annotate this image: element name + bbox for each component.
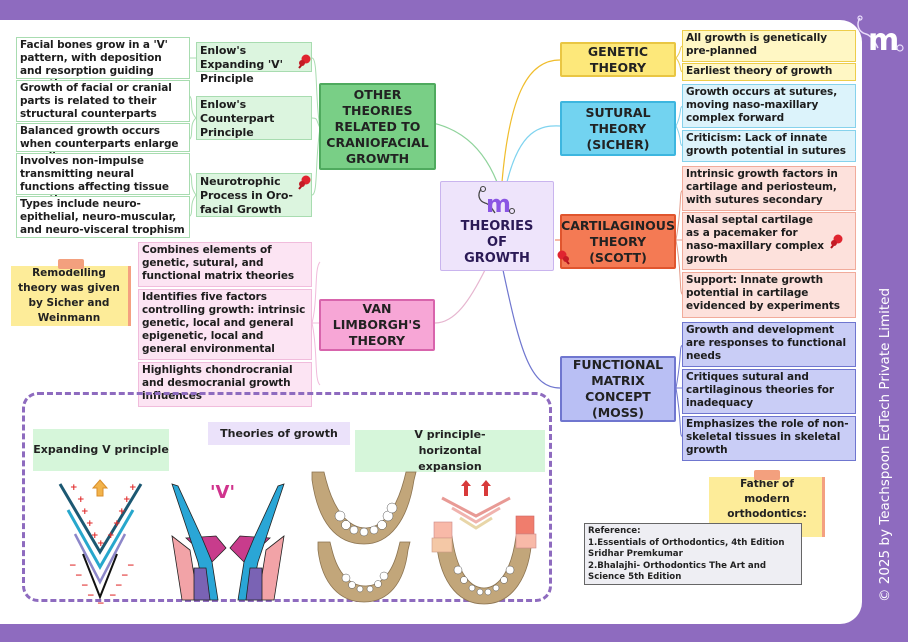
expanding-v-diagram: + + + + + + + + + + + − − − − − − − − − bbox=[58, 479, 143, 607]
pushpin-icon bbox=[828, 234, 844, 250]
svg-text:'V': 'V' bbox=[210, 482, 235, 503]
svg-text:+: + bbox=[123, 495, 131, 505]
svg-text:+: + bbox=[81, 507, 89, 517]
svg-text:+: + bbox=[77, 495, 85, 505]
pushpin-icon bbox=[296, 54, 312, 70]
label-v-horizontal: V principle- horizontal expansion bbox=[355, 428, 545, 473]
copyright-sidebar: © 2025 by Teachspoon EdTech Private Limi… bbox=[862, 0, 908, 642]
mandible-growth-diagram bbox=[311, 471, 417, 603]
detail-cartilaginous-2: Nasal septal cartilage as a pacemaker fo… bbox=[682, 212, 856, 270]
detail-sutural-1: Growth occurs at sutures, moving naso-ma… bbox=[682, 84, 856, 128]
label-theories-of-growth: Theories of growth bbox=[208, 422, 350, 445]
wire-van-limborgh bbox=[434, 269, 486, 324]
detail-van-limborgh-1: Combines elements of genetic, sutural, a… bbox=[138, 242, 312, 287]
plus-sign: + bbox=[70, 483, 78, 493]
detail-enlow-v-1: Facial bones grow in a 'V' pattern, with… bbox=[16, 37, 190, 90]
svg-text:+: + bbox=[129, 483, 137, 493]
pushpin-icon bbox=[556, 250, 572, 266]
node-van-limborgh[interactable]: VAN LIMBORGH'S THEORY bbox=[319, 299, 435, 351]
arrow-up-icon bbox=[481, 480, 491, 496]
svg-text:+: + bbox=[97, 539, 105, 549]
detail-sutural-2: Criticism: Lack of innate growth potenti… bbox=[682, 130, 856, 162]
svg-text:−: − bbox=[127, 561, 135, 571]
arrow-up-icon bbox=[91, 479, 109, 497]
detail-cartilaginous-3: Support: Innate growth potential in cart… bbox=[682, 272, 856, 318]
detail-genetic-2: Earliest theory of growth bbox=[682, 63, 856, 81]
svg-text:+: + bbox=[86, 519, 94, 529]
brand-logo-icon: m bbox=[854, 14, 906, 58]
reference-box: Reference: 1.Essentials of Orthodontics,… bbox=[584, 523, 802, 585]
stethoscope-m-logo-icon: m bbox=[477, 185, 517, 219]
node-functional-matrix[interactable]: FUNCTIONAL MATRIX CONCEPT (MOSS) bbox=[560, 356, 676, 422]
illustration-panel bbox=[22, 392, 552, 602]
reference-heading: Reference: bbox=[588, 526, 641, 536]
svg-text:+: + bbox=[107, 531, 115, 541]
tape-decoration bbox=[754, 470, 780, 480]
detail-functional-1: Growth and development are responses to … bbox=[682, 322, 856, 367]
note-remodelling: Remodelling theory was given by Sicher a… bbox=[11, 259, 131, 326]
label-expanding-v: Expanding V principle bbox=[33, 429, 169, 471]
copyright-text: © 2025 by Teachspoon EdTech Private Limi… bbox=[877, 287, 893, 603]
svg-text:−: − bbox=[81, 581, 89, 591]
wire-sutural bbox=[506, 125, 561, 183]
detail-neurotrophic-1: Involves non-impulse transmitting neural… bbox=[16, 153, 190, 206]
svg-text:m: m bbox=[868, 23, 899, 58]
node-genetic-theory[interactable]: GENETIC THEORY bbox=[560, 42, 676, 77]
horizontal-expansion-diagram bbox=[431, 480, 537, 605]
node-center-theories-of-growth[interactable]: m THEORIES OF GROWTH bbox=[440, 181, 554, 271]
detail-genetic-1: All growth is genetically pre-planned bbox=[682, 30, 856, 62]
pushpin-icon bbox=[296, 175, 312, 191]
svg-text:+: + bbox=[113, 519, 121, 529]
node-other-theories[interactable]: OTHER THEORIES RELATED TO CRANIOFACIAL G… bbox=[319, 83, 436, 170]
detail-functional-2: Critiques sutural and cartilaginous theo… bbox=[682, 369, 856, 414]
svg-text:−: − bbox=[121, 571, 129, 581]
detail-neurotrophic-2: Types include neuro-epithelial, neuro-mu… bbox=[16, 196, 190, 238]
tape-decoration bbox=[58, 259, 84, 269]
node-sutural-theory[interactable]: SUTURAL THEORY (SICHER) bbox=[560, 101, 676, 156]
subtopic-neurotrophic[interactable]: Neurotrophic Process in Oro-facial Growt… bbox=[196, 173, 312, 217]
minus-sign: − bbox=[69, 561, 77, 571]
svg-text:−: − bbox=[87, 591, 95, 601]
svg-text:−: − bbox=[75, 571, 83, 581]
reference-item: 1.Essentials of Orthodontics, 4th Editio… bbox=[588, 537, 785, 560]
center-title: THEORIES OF GROWTH bbox=[460, 219, 534, 266]
subtopic-enlow-expanding-v[interactable]: Enlow's Expanding 'V' Principle bbox=[196, 42, 312, 85]
wire-functional-matrix bbox=[502, 269, 561, 389]
svg-text:−: − bbox=[97, 599, 105, 607]
reference-item: 2.Bhalajhi- Orthodontics The Art and Sci… bbox=[588, 560, 766, 583]
node-cartilaginous-theory[interactable]: CARTILAGINOUS THEORY (SCOTT) bbox=[560, 214, 676, 269]
detail-counterpart-1: Growth of facial or cranial parts is rel… bbox=[16, 80, 190, 122]
cranial-v-diagram: 'V' bbox=[171, 482, 285, 601]
svg-text:−: − bbox=[115, 581, 123, 591]
detail-counterpart-2: Balanced growth occurs when counterparts… bbox=[16, 123, 190, 163]
detail-van-limborgh-3: Highlights chondrocranial and desmocrani… bbox=[138, 362, 312, 407]
wire-genetic bbox=[501, 59, 561, 183]
subtopic-enlow-counterpart[interactable]: Enlow's Counterpart Principle bbox=[196, 96, 312, 140]
arrow-up-icon bbox=[461, 480, 471, 496]
detail-cartilaginous-1: Intrinsic growth factors in cartilage an… bbox=[682, 166, 856, 211]
svg-text:−: − bbox=[109, 591, 117, 601]
detail-van-limborgh-2: Identifies five factors controlling grow… bbox=[138, 289, 312, 360]
detail-functional-3: Emphasizes the role of non-skeletal tiss… bbox=[682, 416, 856, 461]
svg-text:+: + bbox=[91, 531, 99, 541]
svg-text:+: + bbox=[118, 507, 126, 517]
svg-text:m: m bbox=[486, 190, 511, 218]
